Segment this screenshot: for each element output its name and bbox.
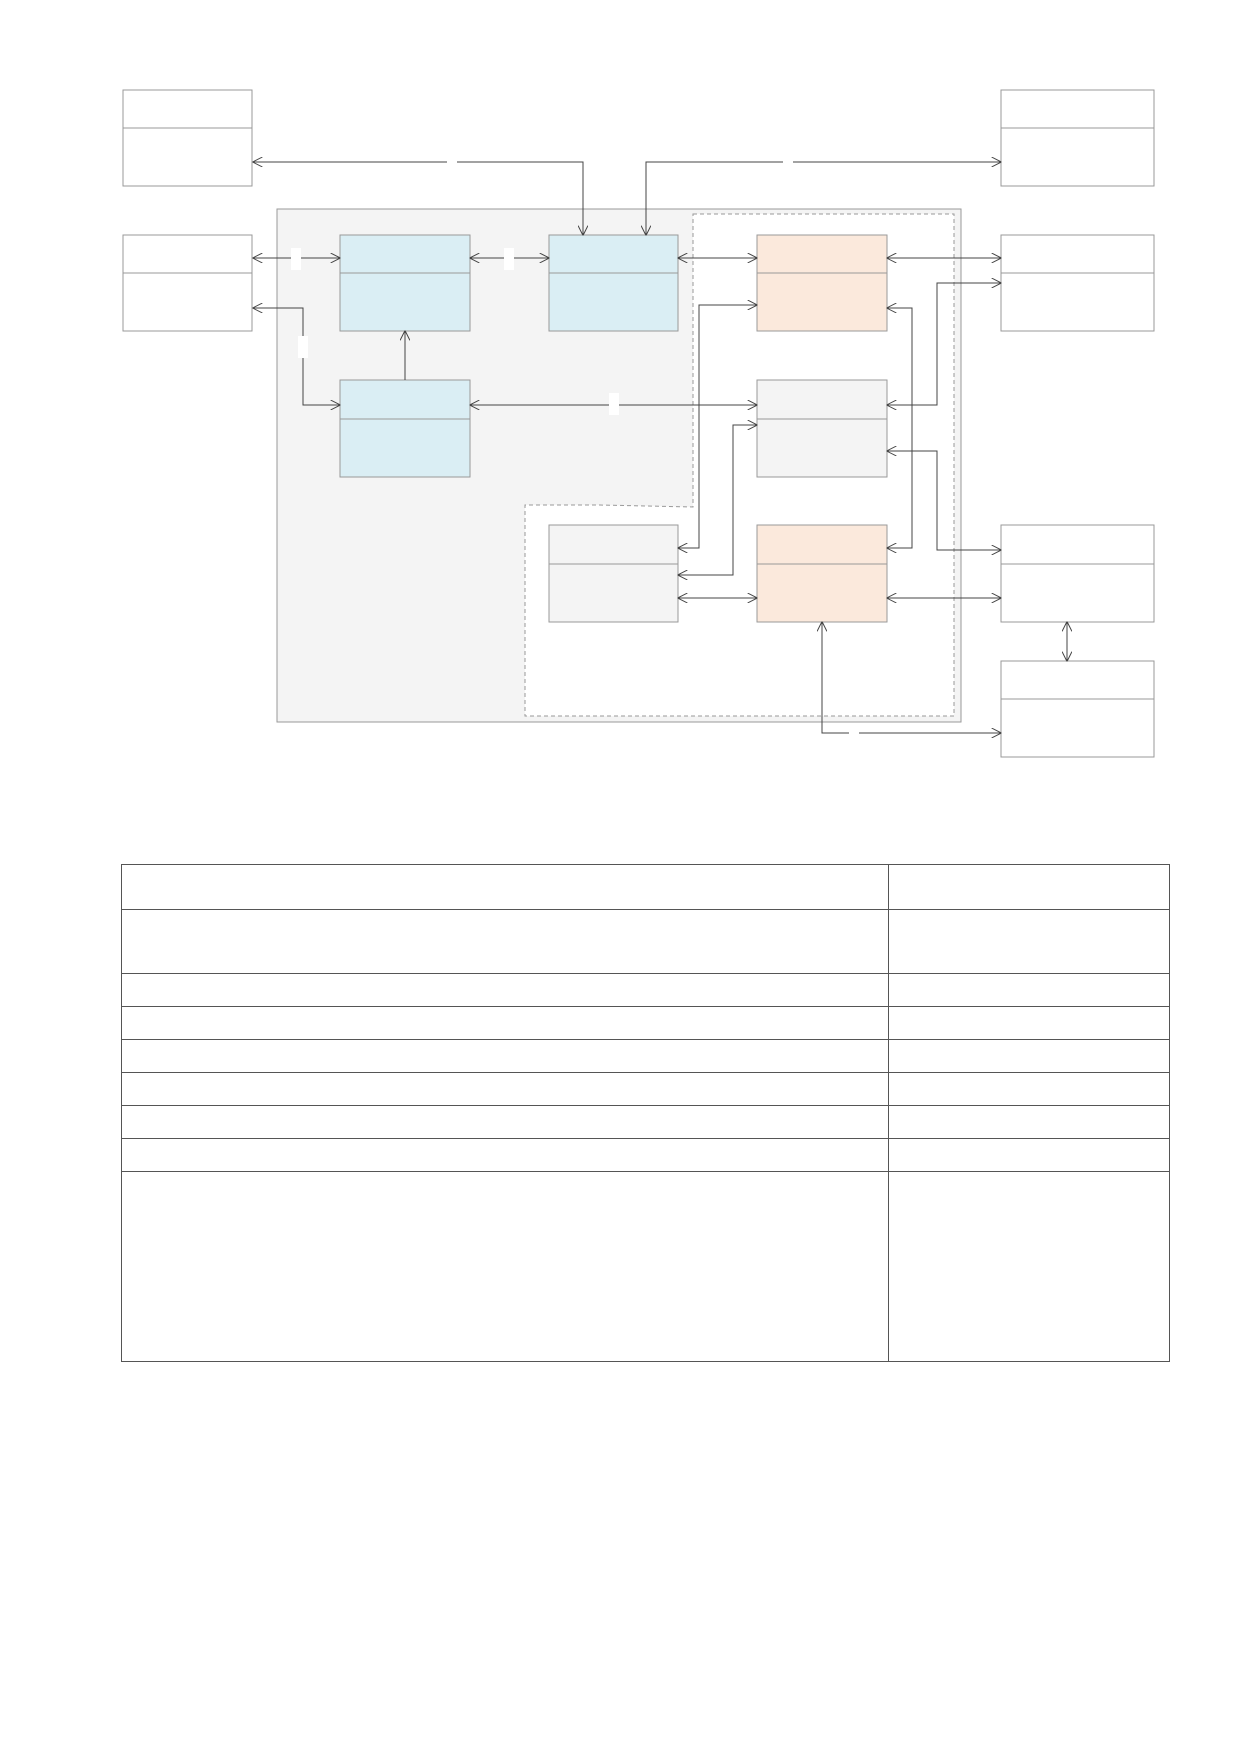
orange-box-bottom bbox=[756, 524, 888, 623]
table-cell bbox=[888, 864, 1170, 910]
arrow-grayMid-extR1 bbox=[887, 283, 1001, 405]
table-cell bbox=[121, 864, 889, 910]
line-label bbox=[447, 157, 457, 167]
line-labels bbox=[291, 157, 859, 738]
line-label bbox=[298, 336, 308, 358]
line-label bbox=[849, 728, 859, 738]
table-cell bbox=[888, 1039, 1170, 1073]
external-box-mid-left bbox=[122, 234, 253, 332]
table-cell bbox=[888, 1171, 1170, 1362]
external-box-top-right bbox=[1000, 89, 1155, 187]
table-cell bbox=[121, 1072, 889, 1106]
table-cell bbox=[888, 1072, 1170, 1106]
core-box-a bbox=[339, 234, 471, 332]
connectors bbox=[253, 162, 1067, 733]
table-row bbox=[121, 1039, 1170, 1073]
table-cell bbox=[888, 909, 1170, 974]
table-cell bbox=[121, 909, 889, 974]
line-label bbox=[504, 248, 514, 270]
table-cell bbox=[121, 1138, 889, 1172]
table-cell bbox=[121, 1105, 889, 1139]
external-box-right-3 bbox=[1000, 660, 1155, 758]
core-box-b bbox=[548, 234, 679, 332]
line-label bbox=[609, 393, 619, 415]
line-label bbox=[783, 157, 793, 167]
table-row bbox=[121, 864, 1170, 910]
table-cell bbox=[121, 973, 889, 1007]
arrow-orangeBottom-extR3 bbox=[822, 622, 1001, 733]
gray-box-bottom bbox=[548, 524, 679, 623]
table-cell bbox=[888, 973, 1170, 1007]
table-row bbox=[121, 973, 1170, 1007]
core-box-c bbox=[339, 379, 471, 478]
table-cell bbox=[121, 1006, 889, 1040]
architecture-diagram bbox=[122, 89, 1155, 758]
table-row bbox=[121, 909, 1170, 974]
info-table bbox=[121, 864, 1170, 1362]
line-label bbox=[291, 248, 301, 270]
external-box-right-2 bbox=[1000, 524, 1155, 623]
table-row bbox=[121, 1138, 1170, 1172]
table-cell bbox=[888, 1138, 1170, 1172]
table-row bbox=[121, 1171, 1170, 1362]
arrow-grayBottom-grayMid bbox=[678, 425, 757, 575]
table-cell bbox=[888, 1006, 1170, 1040]
arrow-coreB-extTR bbox=[646, 162, 1001, 235]
table-row bbox=[121, 1105, 1170, 1139]
orange-box-top bbox=[756, 234, 888, 332]
table-cell bbox=[121, 1171, 889, 1362]
external-box-top-left bbox=[122, 89, 253, 187]
table-cell bbox=[121, 1039, 889, 1073]
external-box-right-1 bbox=[1000, 234, 1155, 332]
table-row bbox=[121, 1006, 1170, 1040]
arrow-extTL-coreB bbox=[253, 162, 583, 235]
arrow-grayMid-extR2 bbox=[887, 451, 1001, 550]
table-cell bbox=[888, 1105, 1170, 1139]
gray-box-mid bbox=[756, 379, 888, 478]
table-row bbox=[121, 1072, 1170, 1106]
